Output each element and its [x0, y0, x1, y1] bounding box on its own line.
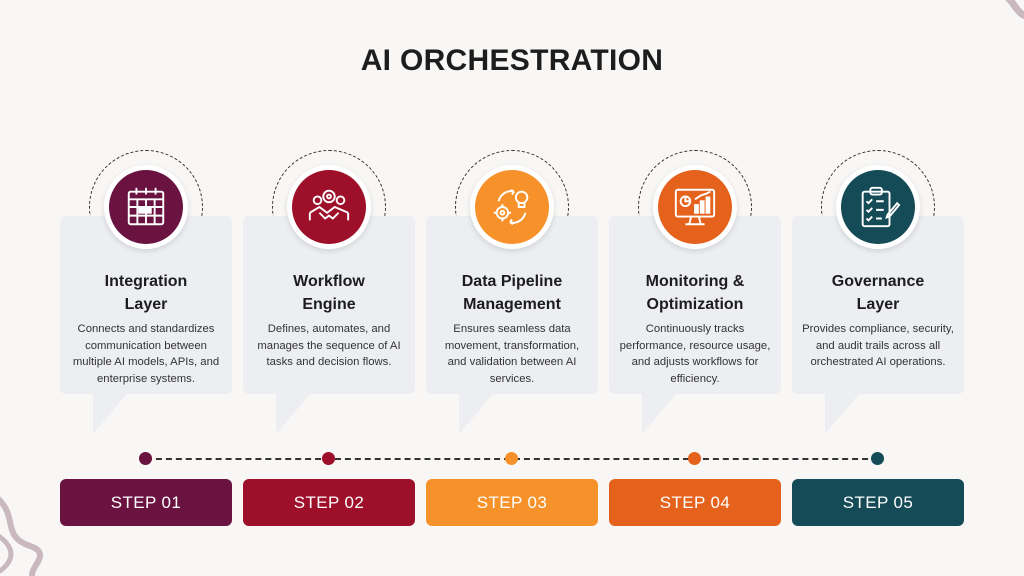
step-card-2: Workflow Engine Defines, automates, and …: [243, 216, 415, 394]
badge-fill: [292, 170, 366, 244]
step-card-title: Monitoring & Optimization: [609, 270, 781, 316]
title-line-1: Monitoring &: [645, 273, 745, 290]
step-badge-1: [104, 165, 188, 249]
card-tail-5: [825, 394, 859, 434]
step-card-title: Integration Layer: [60, 270, 232, 316]
dashed-ring-3: [455, 150, 569, 264]
step-card-description: Defines, automates, and manages the sequ…: [257, 323, 401, 368]
dashed-ring-5: [821, 150, 935, 264]
card-tail-2: [276, 394, 310, 434]
step-card-description: Continuously tracks performance, resourc…: [619, 323, 771, 385]
monitor-analytics-icon: [674, 188, 716, 226]
gear-lightbulb-cycle-icon: [493, 188, 529, 226]
step-label-4: STEP 04: [609, 479, 781, 526]
timeline-dot-4: [688, 452, 701, 465]
title-line-1: Governance: [831, 273, 925, 290]
title-line-1: Integration: [104, 273, 188, 290]
decorative-scribble-top-right: [1004, 0, 1024, 19]
badge-fill: [475, 170, 549, 244]
title-line-2: Engine: [302, 296, 356, 313]
title-line-1: Workflow: [293, 273, 365, 290]
card-tail-1: [93, 394, 127, 434]
title-line-2: Management: [463, 296, 561, 313]
timeline-dot-1: [139, 452, 152, 465]
step-label-2: STEP 02: [243, 479, 415, 526]
step-card-1: Integration Layer Connects and standardi…: [60, 216, 232, 394]
step-badge-4: [653, 165, 737, 249]
handshake-gears-icon: [308, 189, 350, 221]
step-badge-5: [836, 165, 920, 249]
dashed-ring-2: [272, 150, 386, 264]
badge-fill: [658, 170, 732, 244]
badge-fill: [109, 170, 183, 244]
dashed-ring-1: [89, 150, 203, 264]
dashed-ring-4: [638, 150, 752, 264]
step-card-title: Data Pipeline Management: [426, 270, 598, 316]
timeline-dot-2: [322, 452, 335, 465]
step-card-title: Governance Layer: [792, 270, 964, 316]
timeline-dot-5: [871, 452, 884, 465]
title-line-2: Layer: [124, 296, 168, 313]
step-card-description: Ensures seamless data movement, transfor…: [444, 323, 580, 385]
step-card-description: Connects and standardizes communication …: [72, 323, 220, 385]
step-label-1: STEP 01: [60, 479, 232, 526]
step-card-title: Workflow Engine: [243, 270, 415, 316]
timeline-dot-3: [505, 452, 518, 465]
title-line-2: Layer: [856, 296, 900, 313]
badge-fill: [841, 170, 915, 244]
page-title: AI ORCHESTRATION: [360, 44, 664, 77]
step-label-3: STEP 03: [426, 479, 598, 526]
card-tail-4: [642, 394, 676, 434]
clipboard-checklist-icon: [861, 186, 901, 228]
title-line-2: Optimization: [646, 296, 744, 313]
schedule-grid-icon: [127, 187, 165, 226]
card-tail-3: [459, 394, 493, 434]
step-badge-2: [287, 165, 371, 249]
step-badge-3: [470, 165, 554, 249]
title-line-1: Data Pipeline: [461, 273, 563, 290]
step-card-description: Provides compliance, security, and audit…: [802, 323, 954, 368]
step-label-5: STEP 05: [792, 479, 964, 526]
